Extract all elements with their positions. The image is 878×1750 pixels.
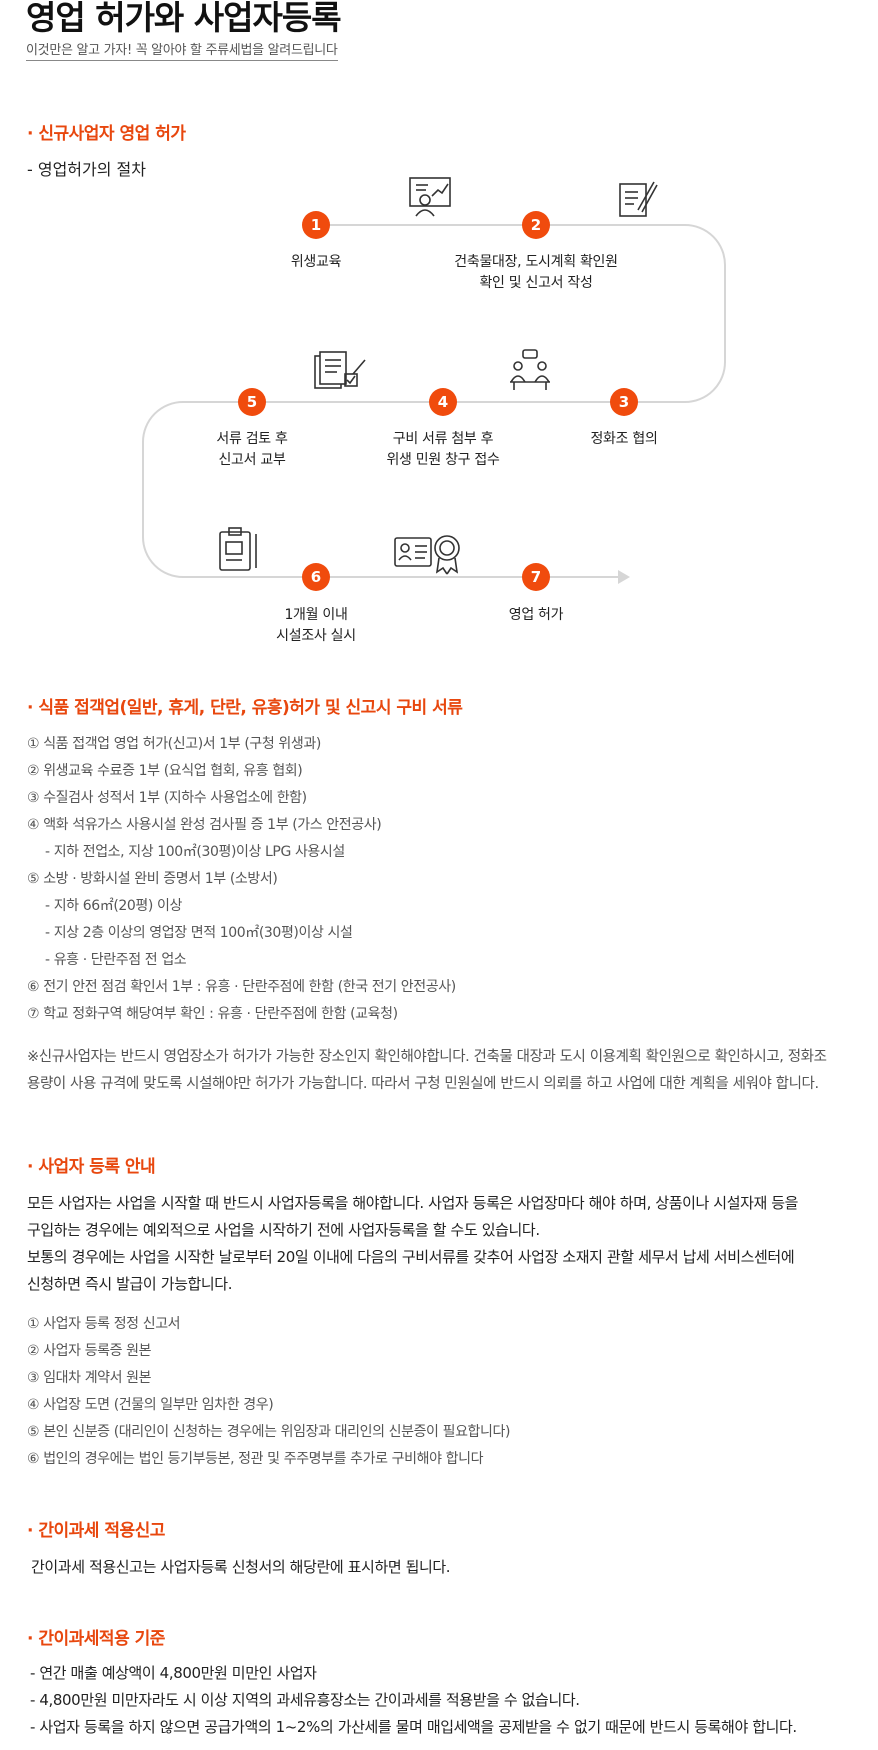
flow-arrow-head [618, 570, 630, 584]
list-item: - 지하 전업소, 지상 100㎡(30평)이상 LPG 사용시설 [45, 844, 345, 860]
step-1-number: 1 [302, 211, 330, 239]
step-5-number: 5 [238, 388, 266, 416]
list-item: ⑥ 전기 안전 점검 확인서 1부 : 유흥 · 단란주점에 한함 (한국 전기… [27, 979, 456, 995]
step-3-label: 정화조 협의 [590, 431, 658, 447]
section-heading-business-registration: · 사업자 등록 안내 [27, 1157, 156, 1177]
list-item: ⑤ 본인 신분증 (대리인이 신청하는 경우에는 위임장과 대리인의 신분증이 … [27, 1424, 511, 1440]
step-2-number: 2 [522, 211, 550, 239]
license-certificate-icon [394, 535, 460, 575]
simplified-tax-report-text: 간이과세 적용신고는 사업자등록 신청서의 해당란에 표시하면 됩니다. [31, 1558, 451, 1576]
list-item: ① 식품 접객업 영업 허가(신고)서 1부 (구청 위생과) [27, 736, 321, 752]
documents-check-icon [314, 351, 366, 389]
list-item: ④ 액화 석유가스 사용시설 완성 검사필 증 1부 (가스 안전공사) [27, 817, 382, 833]
list-item: - 4,800만원 미만자라도 시 이상 지역의 과세유흥장소는 간이과세를 적… [30, 1691, 580, 1709]
list-item: ⑥ 법인의 경우에는 법인 등기부등본, 정관 및 주주명부를 추가로 구비해야… [27, 1451, 484, 1467]
clipboard-icon [219, 527, 257, 571]
step-7-label: 영업 허가 [508, 607, 564, 623]
list-item: - 연간 매출 예상액이 4,800만원 미만인 사업자 [30, 1664, 317, 1682]
page-title: 영업 허가와 사업자등록 [26, 0, 342, 37]
procedure-flow-diagram [142, 177, 726, 584]
business-registration-paragraph: 모든 사업자는 사업을 시작할 때 반드시 사업자등록을 해야합니다. 사업자 … [27, 1194, 799, 1293]
list-item: - 사업자 등록을 하지 않으면 공급가액의 1~2%의 가산세를 물며 매입세… [30, 1718, 797, 1736]
step-6-number: 6 [302, 563, 330, 591]
step-3-number: 3 [610, 388, 638, 416]
step-4-number: 4 [429, 388, 457, 416]
page-subtitle: 이것만은 알고 가자! 꼭 알아야 할 주류세법을 알려드립니다 [26, 42, 338, 61]
list-item: ① 사업자 등록 정정 신고서 [27, 1316, 181, 1332]
document-write-icon [619, 181, 658, 217]
procedure-subheading: - 영업허가의 절차 [27, 160, 146, 179]
list-item: ② 위생교육 수료증 1부 (요식업 협회, 유흥 협회) [27, 763, 303, 779]
simplified-tax-criteria-list: - 연간 매출 예상액이 4,800만원 미만인 사업자 - 4,800만원 미… [30, 1660, 797, 1741]
presentation-board-icon [409, 177, 451, 217]
step-1-label: 위생교육 [290, 254, 342, 270]
new-business-note: ※신규사업자는 반드시 영업장소가 허가가 가능한 장소인지 확인해야합니다. … [27, 1049, 827, 1092]
section-heading-simplified-tax-report: · 간이과세 적용신고 [27, 1521, 165, 1541]
list-item: ⑦ 학교 정화구역 해당여부 확인 : 유흥 · 단란주점에 한함 (교육청) [27, 1006, 398, 1022]
list-item: - 지하 66㎡(20평) 이상 [45, 898, 182, 914]
list-item: - 지상 2층 이상의 영업장 면적 100㎡(30평)이상 시설 [45, 925, 353, 941]
list-item: ③ 수질검사 성적서 1부 (지하수 사용업소에 한함) [27, 790, 307, 806]
section-heading-required-documents: · 식품 접객업(일반, 휴게, 단란, 유흥)허가 및 신고시 구비 서류 [27, 698, 463, 718]
section-heading-new-business-permit: · 신규사업자 영업 허가 [27, 124, 186, 144]
required-documents-list: ① 식품 접객업 영업 허가(신고)서 1부 (구청 위생과) ② 위생교육 수… [27, 731, 456, 1028]
list-item: ⑤ 소방 · 방화시설 완비 증명서 1부 (소방서) [27, 871, 278, 887]
list-item: ② 사업자 등록증 원본 [27, 1343, 152, 1359]
list-item: ③ 임대차 계약서 원본 [27, 1370, 152, 1386]
registration-documents-list: ① 사업자 등록 정정 신고서 ② 사업자 등록증 원본 ③ 임대차 계약서 원… [27, 1311, 510, 1473]
step-7-number: 7 [522, 563, 550, 591]
list-item: - 유흥 · 단란주점 전 업소 [45, 952, 187, 968]
list-item: ④ 사업장 도면 (건물의 일부만 임차한 경우) [27, 1397, 274, 1413]
section-heading-simplified-tax-criteria: · 간이과세적용 기준 [27, 1629, 165, 1649]
meeting-people-icon [510, 349, 550, 390]
